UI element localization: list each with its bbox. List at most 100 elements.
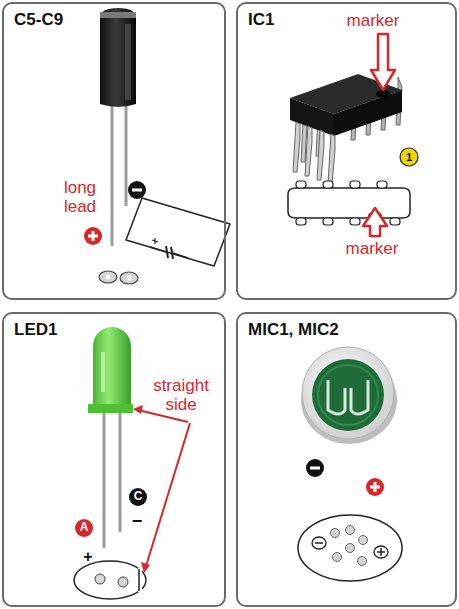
part-title: C5-C9 bbox=[14, 10, 63, 30]
marker-arrow bbox=[363, 208, 387, 236]
ic-front-legs bbox=[293, 122, 300, 172]
ic-footprint bbox=[323, 218, 333, 225]
capacitor-body bbox=[100, 12, 136, 18]
pin-one-badge bbox=[400, 148, 418, 166]
marker-label: marker bbox=[347, 12, 400, 31]
polarity-symbol bbox=[306, 459, 324, 477]
mic-footprint bbox=[346, 526, 355, 535]
pin-name: C bbox=[134, 490, 143, 503]
polarity-symbol bbox=[366, 478, 384, 496]
straight-side-arrow bbox=[141, 562, 150, 573]
polarity-symbol bbox=[306, 459, 384, 496]
mic-footprint bbox=[346, 544, 355, 553]
polarity-symbol bbox=[310, 467, 320, 470]
capacitor-footprint bbox=[126, 198, 230, 266]
capacitor-footprint bbox=[120, 272, 138, 284]
polarity-sign: − bbox=[132, 512, 143, 532]
ic-footprint bbox=[288, 181, 410, 225]
pin-one-badge bbox=[400, 148, 418, 166]
part-panel: C5-C9 bbox=[2, 2, 226, 300]
ic-front-legs bbox=[305, 126, 312, 176]
mic-footprint bbox=[331, 529, 340, 538]
ic-footprint bbox=[288, 188, 410, 218]
led-body bbox=[88, 404, 133, 413]
led-body bbox=[101, 352, 105, 392]
capacitor-leads bbox=[112, 106, 126, 246]
capacitor-body bbox=[125, 24, 131, 100]
straight-side-arrow bbox=[146, 423, 190, 566]
pin-name: A bbox=[80, 521, 89, 534]
note-label: long lead bbox=[56, 179, 104, 216]
ic-front-legs bbox=[317, 130, 324, 180]
mic-footprint bbox=[312, 537, 326, 549]
led-footprint bbox=[74, 561, 146, 599]
part-title: LED1 bbox=[14, 320, 57, 340]
pin-badge bbox=[75, 488, 147, 537]
led-leads bbox=[103, 412, 106, 548]
mic-footprint bbox=[358, 557, 367, 566]
marker-label: marker bbox=[346, 240, 399, 259]
mic-footprint bbox=[374, 546, 388, 558]
ic-footprint bbox=[350, 218, 360, 225]
capacitor-body bbox=[100, 8, 136, 107]
ic-front-legs bbox=[328, 134, 335, 184]
capacitor-leads bbox=[125, 106, 128, 206]
led-body bbox=[88, 327, 133, 413]
pin-badge bbox=[129, 488, 147, 506]
ic-footprint bbox=[390, 218, 400, 225]
polarity-symbol bbox=[374, 482, 377, 492]
microphone bbox=[312, 359, 384, 431]
capacitor-footprint bbox=[150, 247, 166, 252]
ic-footprint bbox=[296, 181, 306, 188]
note-label: straight side bbox=[145, 377, 217, 414]
ic-footprint bbox=[377, 181, 387, 188]
ic-front-legs bbox=[293, 122, 335, 184]
led-leads bbox=[119, 412, 122, 532]
mic-footprint bbox=[298, 515, 402, 581]
capacitor-footprint bbox=[173, 253, 188, 258]
microphone bbox=[318, 365, 378, 425]
capacitor-leads bbox=[111, 106, 114, 246]
capacitor-body bbox=[100, 8, 136, 107]
marker-arrow bbox=[363, 34, 395, 236]
polarity-symbol bbox=[128, 181, 146, 199]
pin-badge bbox=[75, 519, 93, 537]
ic-footprint bbox=[350, 181, 360, 188]
led-footprint bbox=[95, 574, 105, 584]
mic-footprint bbox=[298, 515, 402, 581]
part-title: MIC1, MIC2 bbox=[248, 320, 339, 340]
marker-arrow bbox=[371, 34, 395, 90]
polarity-symbol bbox=[92, 231, 95, 241]
mic-footprint bbox=[380, 548, 382, 556]
capacitor-footprint bbox=[154, 238, 155, 244]
microphone bbox=[351, 380, 368, 414]
mic-footprint bbox=[359, 536, 368, 545]
mic-footprint bbox=[333, 553, 342, 562]
part-panel: LED1 bbox=[2, 312, 226, 607]
part-title: IC1 bbox=[248, 10, 274, 30]
capacitor-footprint bbox=[127, 276, 132, 281]
ic-footprint bbox=[323, 181, 333, 188]
capacitor-footprint bbox=[99, 271, 117, 283]
capacitor-footprint bbox=[166, 246, 168, 258]
microphone bbox=[301, 347, 397, 444]
capacitor-footprint bbox=[106, 275, 111, 280]
callout-number: 1 bbox=[406, 151, 412, 163]
led-footprint bbox=[118, 577, 128, 587]
ic-footprint bbox=[296, 218, 306, 225]
ic-body bbox=[334, 90, 402, 136]
polarity-symbol bbox=[84, 227, 102, 245]
capacitor-footprint bbox=[171, 247, 173, 259]
mic-footprint bbox=[315, 542, 323, 544]
led-footprint bbox=[138, 568, 142, 592]
microphone bbox=[302, 347, 394, 439]
led-footprint bbox=[74, 561, 146, 599]
led-leads bbox=[104, 412, 120, 548]
microphone bbox=[328, 380, 345, 414]
polarity-sign: + bbox=[83, 548, 92, 566]
polarity-symbol bbox=[132, 189, 142, 192]
led-footprint bbox=[138, 569, 140, 591]
capacitor-footprint bbox=[99, 198, 230, 284]
led-body bbox=[93, 327, 131, 405]
